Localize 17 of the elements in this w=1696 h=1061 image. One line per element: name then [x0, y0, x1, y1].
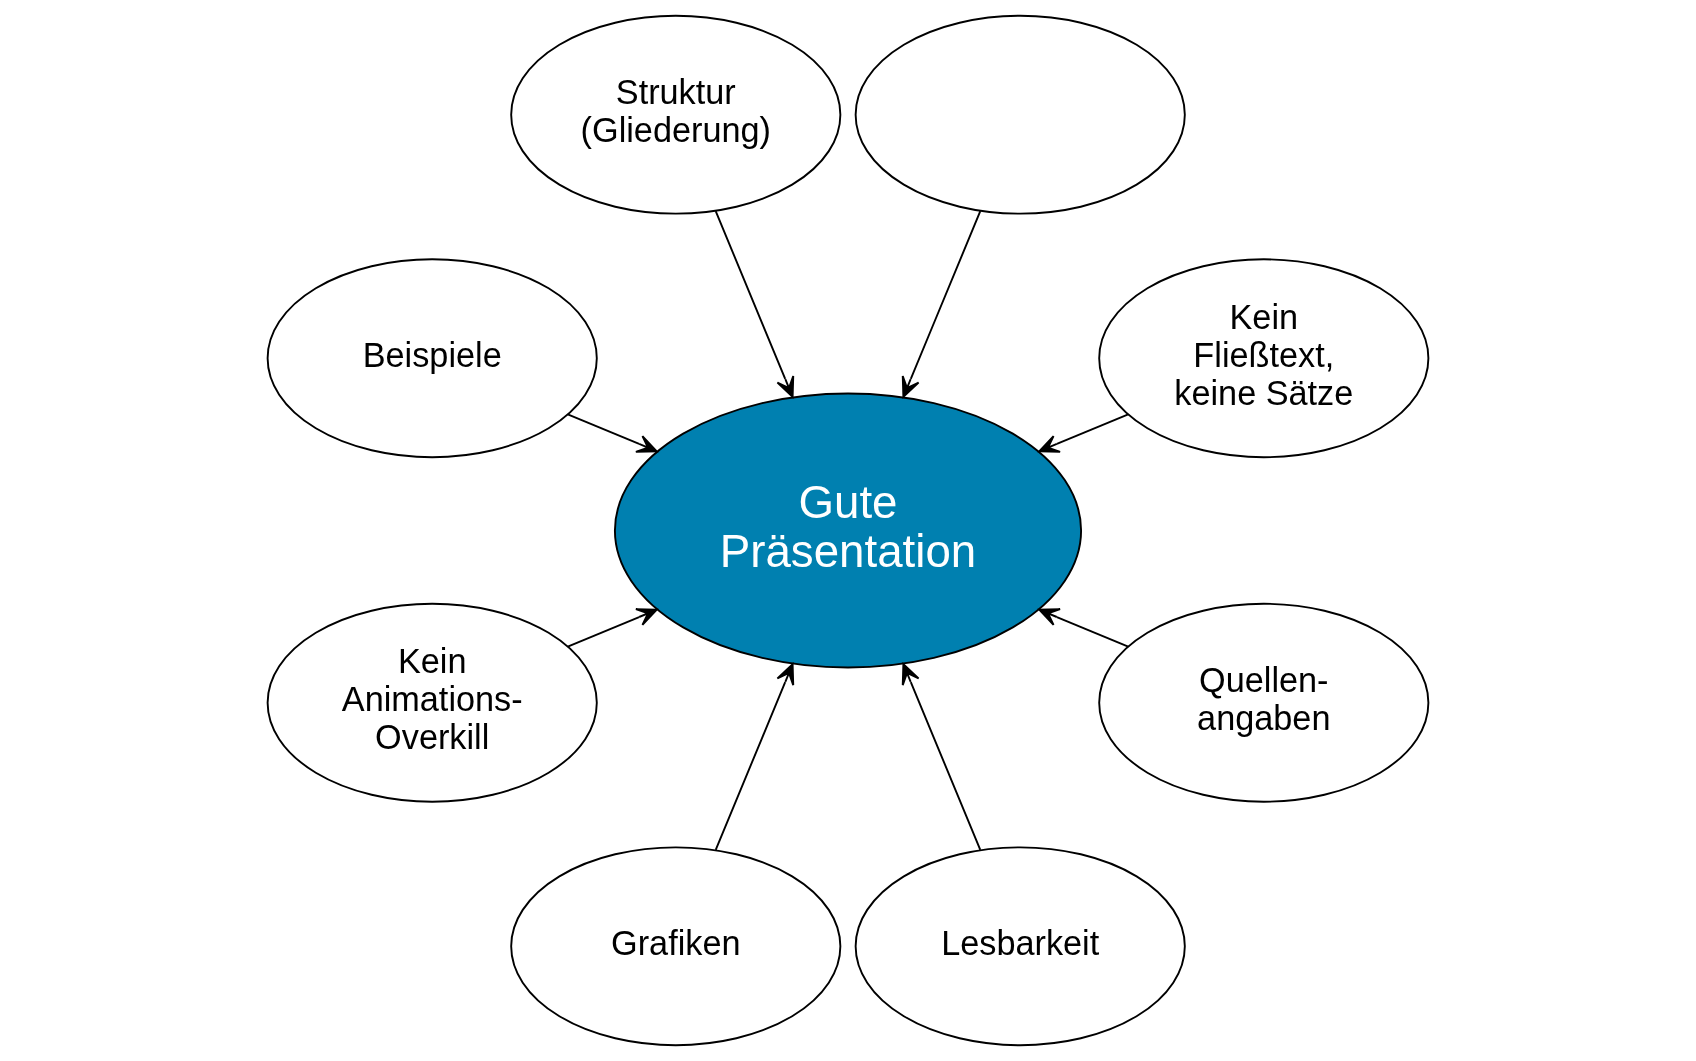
node-ellipse: Grafiken	[510, 846, 842, 1047]
arrow	[714, 663, 795, 851]
node-ellipse: Struktur (Gliederung)	[510, 14, 842, 215]
arrow	[714, 210, 795, 398]
node-ellipse: Quellen- angaben	[1098, 602, 1430, 803]
arrow	[1038, 608, 1130, 648]
arrow	[566, 413, 658, 453]
node-ellipse: Beispiele	[266, 258, 598, 459]
node-ellipse	[854, 14, 1186, 215]
node-ellipse: Gute Präsentation	[613, 392, 1083, 669]
node-ellipse: Lesbarkeit	[854, 846, 1186, 1047]
arrow	[901, 210, 982, 398]
node-ellipse: Kein Animations- Overkill	[266, 602, 598, 803]
arrow	[1038, 413, 1130, 453]
node-ellipse: Kein Fließtext, keine Sätze	[1098, 258, 1430, 459]
arrow	[566, 608, 658, 648]
arrow	[901, 663, 982, 851]
